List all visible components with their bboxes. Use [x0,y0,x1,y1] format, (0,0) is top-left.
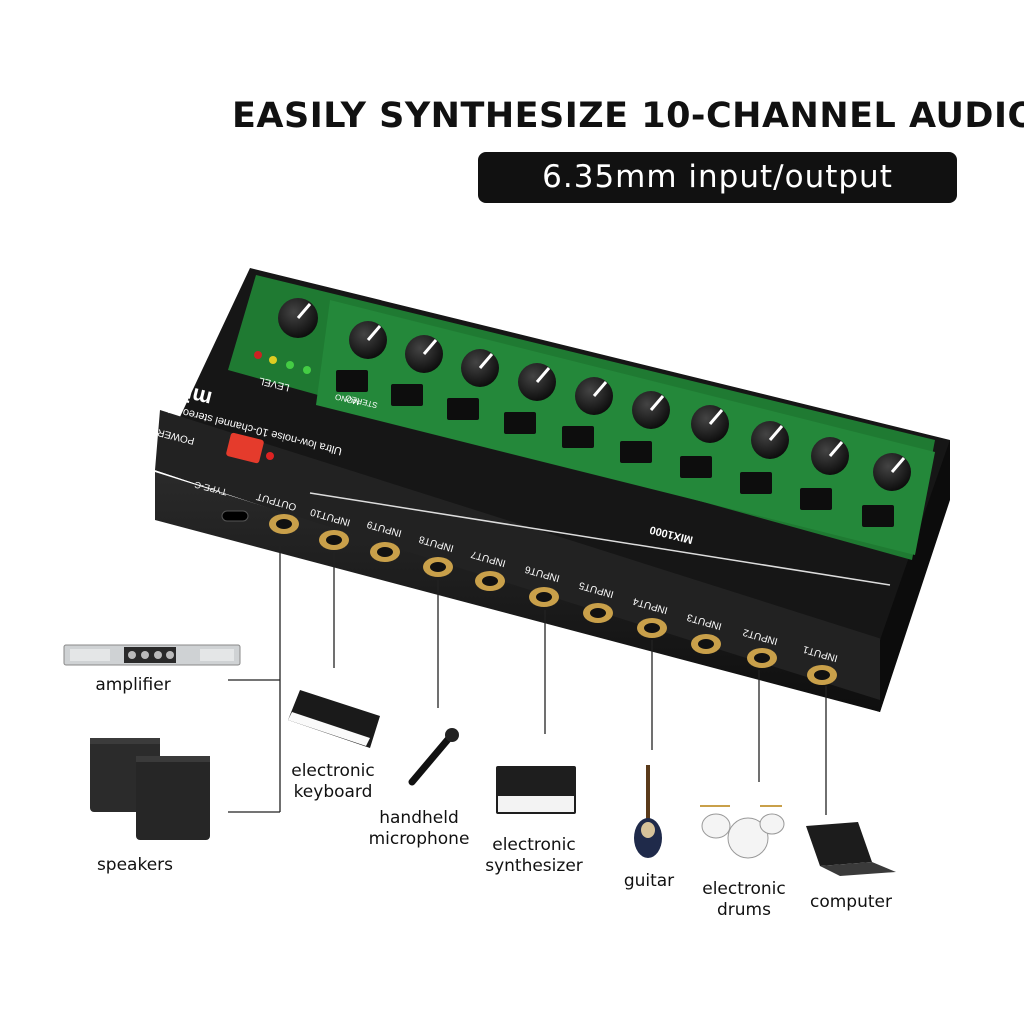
input6-jack[interactable] [529,587,559,607]
keyboard-label-line2: keyboard [293,782,373,802]
synthesizer-label-line2: synthesizer [485,856,583,876]
drums-image [700,805,785,859]
synthesizer-image [496,766,576,814]
channel-knob[interactable] [632,391,670,429]
channel-knob[interactable] [811,437,849,475]
connection-lines [228,538,827,815]
mono-stereo-switch[interactable] [447,398,479,420]
mono-stereo-switch[interactable] [740,472,772,494]
microphone-label-line1: handheld [379,808,459,828]
input5-jack[interactable] [583,603,613,623]
speakers-image [90,738,210,840]
divider-line [309,492,891,586]
channel-knob[interactable] [405,335,443,373]
input9-jack[interactable] [370,542,400,562]
mono-stereo-switch[interactable] [504,412,536,434]
computer-image [806,822,896,876]
channel-knob[interactable] [461,349,499,387]
guitar-image [634,765,662,858]
channel-knob[interactable] [349,321,387,359]
channel-knob[interactable] [518,363,556,401]
mixer-side-face [880,440,950,712]
mono-stereo-switch[interactable] [562,426,594,448]
amplifier-image [63,644,241,666]
channel-knob[interactable] [873,453,911,491]
input1-jack[interactable] [807,665,837,685]
drums-label: electronic drums [692,879,796,921]
mono-stereo-switch[interactable] [862,505,894,527]
synthesizer-label: electronic synthesizer [478,835,590,877]
keyboard-image [288,690,380,748]
channel-knob[interactable] [691,405,729,443]
power-button[interactable] [226,432,265,464]
input3-jack[interactable] [691,634,721,654]
microphone-image [408,728,459,786]
input2-jack[interactable] [747,648,777,668]
input4-jack[interactable] [637,618,667,638]
mono-stereo-switch[interactable] [680,456,712,478]
synthesizer-label-line1: electronic [492,835,576,855]
guitar-label: guitar [623,871,675,891]
input10-jack[interactable] [319,530,349,550]
mono-stereo-switch[interactable] [800,488,832,510]
master-knob[interactable] [278,298,318,338]
computer-label: computer [810,892,892,912]
output-jack[interactable] [269,514,299,534]
level-leds [254,351,311,374]
drums-label-line2: drums [717,900,771,920]
mono-stereo-switch[interactable] [336,370,368,392]
mixer-device: LEVEL mixer POWER Ultra low-noise 10-cha… [151,268,950,712]
speakers-label: speakers [96,855,174,875]
headline: EASILY SYNTHESIZE 10-CHANNEL AUDIO [232,96,1024,136]
input7-jack[interactable] [475,571,505,591]
channel-knob[interactable] [751,421,789,459]
microphone-label-line2: microphone [368,829,470,849]
power-led [266,452,274,460]
subtitle-pill: 6.35mm input/output [478,152,957,203]
mono-stereo-switch[interactable] [620,441,652,463]
amplifier-label: amplifier [95,675,171,695]
keyboard-label: electronic keyboard [278,761,388,803]
keyboard-label-line1: electronic [291,761,375,781]
typec-port[interactable] [221,510,249,522]
mono-stereo-switch[interactable] [391,384,423,406]
drums-label-line1: electronic [702,879,786,899]
input8-jack[interactable] [423,557,453,577]
channel-knob[interactable] [575,377,613,415]
microphone-label: handheld microphone [362,808,476,850]
